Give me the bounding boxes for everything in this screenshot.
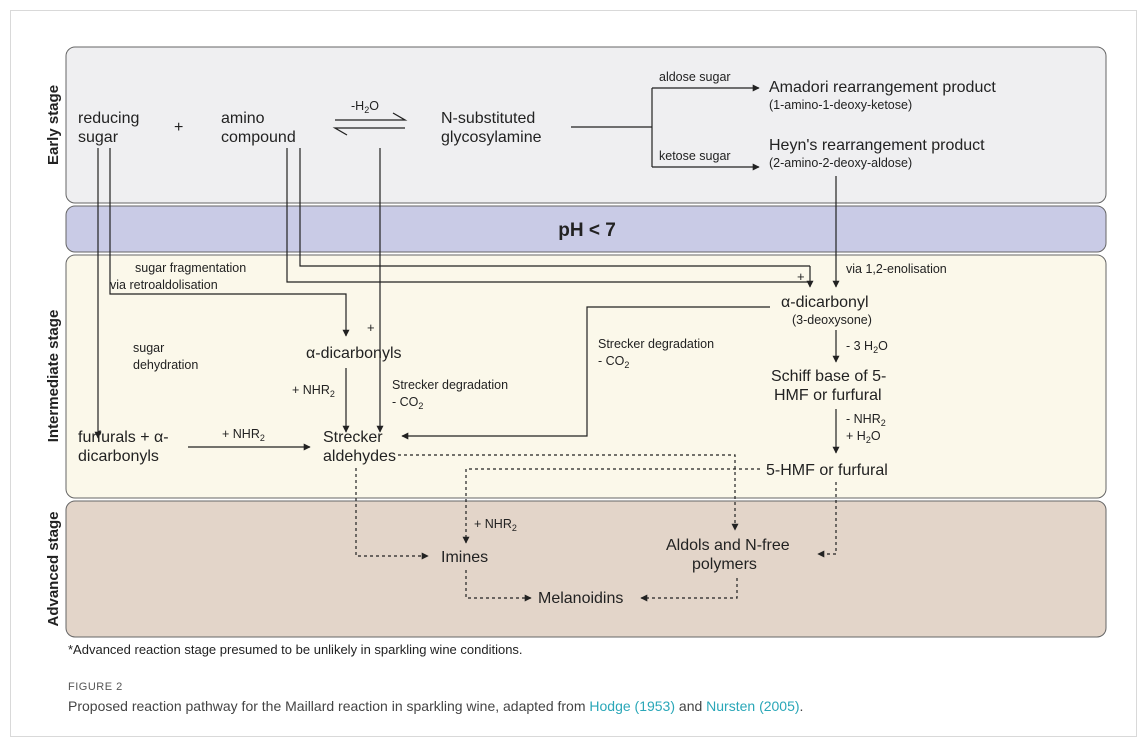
co2-mid-label: - CO2 <box>392 395 423 411</box>
figure-caption: Proposed reaction pathway for the Mailla… <box>68 698 804 714</box>
minus-nhr2-label: - NHR2 <box>846 412 886 428</box>
plus-h2o-label: + H2O <box>846 429 881 445</box>
hodge-reference-link[interactable]: Hodge (1953) <box>589 698 676 714</box>
nhr2-imines-label: + NHR2 <box>474 517 517 533</box>
strecker-degradation-mid-label: Strecker degradation <box>392 378 508 392</box>
nursten-reference-link[interactable]: Nursten (2005) <box>706 698 800 714</box>
heyns-subtitle: (2-amino-2-deoxy-aldose) <box>769 156 912 170</box>
figure-frame <box>10 10 1137 737</box>
equilibrium-forward <box>335 112 408 121</box>
amino-to-enolisation-line <box>299 148 810 267</box>
deoxysone-label: (3-deoxysone) <box>792 313 872 327</box>
arrow-strecker-aldols <box>398 454 739 531</box>
imines: Imines <box>441 549 488 566</box>
figure-label: FIGURE 2 <box>68 681 123 693</box>
arrow-sugar-fragmentation <box>109 148 350 337</box>
advanced-stage-panel <box>65 500 1107 638</box>
early-stage-label: Early stage <box>45 85 62 165</box>
water-loss-label: -H2O <box>351 99 379 115</box>
intermediate-stage-label: Intermediate stage <box>45 310 62 443</box>
furfurals-dicarbonyls: furfurals + α-dicarbonyls <box>78 429 169 465</box>
footnote: *Advanced reaction stage presumed to be … <box>68 642 523 657</box>
alpha-dicarbonyl: α-dicarbonyl <box>781 294 869 311</box>
plus-reactants: + <box>174 119 183 136</box>
arrow-alpha-dicarbonyl-strecker <box>401 306 770 440</box>
early-stage-panel <box>65 46 1107 204</box>
strecker-degradation-right-label: Strecker degradation <box>598 337 714 351</box>
arrow-aldols-melanoidins <box>640 578 738 602</box>
nhr2-left-label: + NHR2 <box>292 383 335 399</box>
melanoidins: Melanoidins <box>538 590 623 607</box>
plus-dicarbonyls: + <box>367 320 375 335</box>
intermediate-stage-panel <box>65 254 1107 499</box>
advanced-stage-label: Advanced stage <box>45 511 62 626</box>
aldose-sugar-label: aldose sugar <box>659 70 731 84</box>
ph-label: pH < 7 <box>558 220 616 241</box>
ketose-sugar-label: ketose sugar <box>659 149 731 163</box>
ph-band <box>65 205 1107 253</box>
three-h2o-label: - 3 H2O <box>846 339 888 355</box>
heyns-product: Heyn's rearrangement product <box>769 137 985 154</box>
hmf-furfural: 5-HMF or furfural <box>766 462 888 479</box>
plus-alpha-dicarbonyl: + <box>797 269 805 284</box>
amino-to-alpha-dicarbonyl-line <box>286 148 810 283</box>
arrow-hmf-imines <box>462 468 760 544</box>
amadori-product: Amadori rearrangement product <box>769 79 996 96</box>
schiff-base: Schiff base of 5-HMF or furfural <box>771 368 886 404</box>
arrow-hmf-aldols <box>817 482 837 558</box>
enolisation-label: via 1,2-enolisation <box>846 262 947 276</box>
amadori-subtitle: (1-amino-1-deoxy-ketose) <box>769 98 912 112</box>
equilibrium-reverse <box>332 127 405 136</box>
alpha-dicarbonyls: α-dicarbonyls <box>306 345 402 362</box>
co2-right-label: - CO2 <box>598 354 629 370</box>
nhr2-furfurals-label: + NHR2 <box>222 427 265 443</box>
